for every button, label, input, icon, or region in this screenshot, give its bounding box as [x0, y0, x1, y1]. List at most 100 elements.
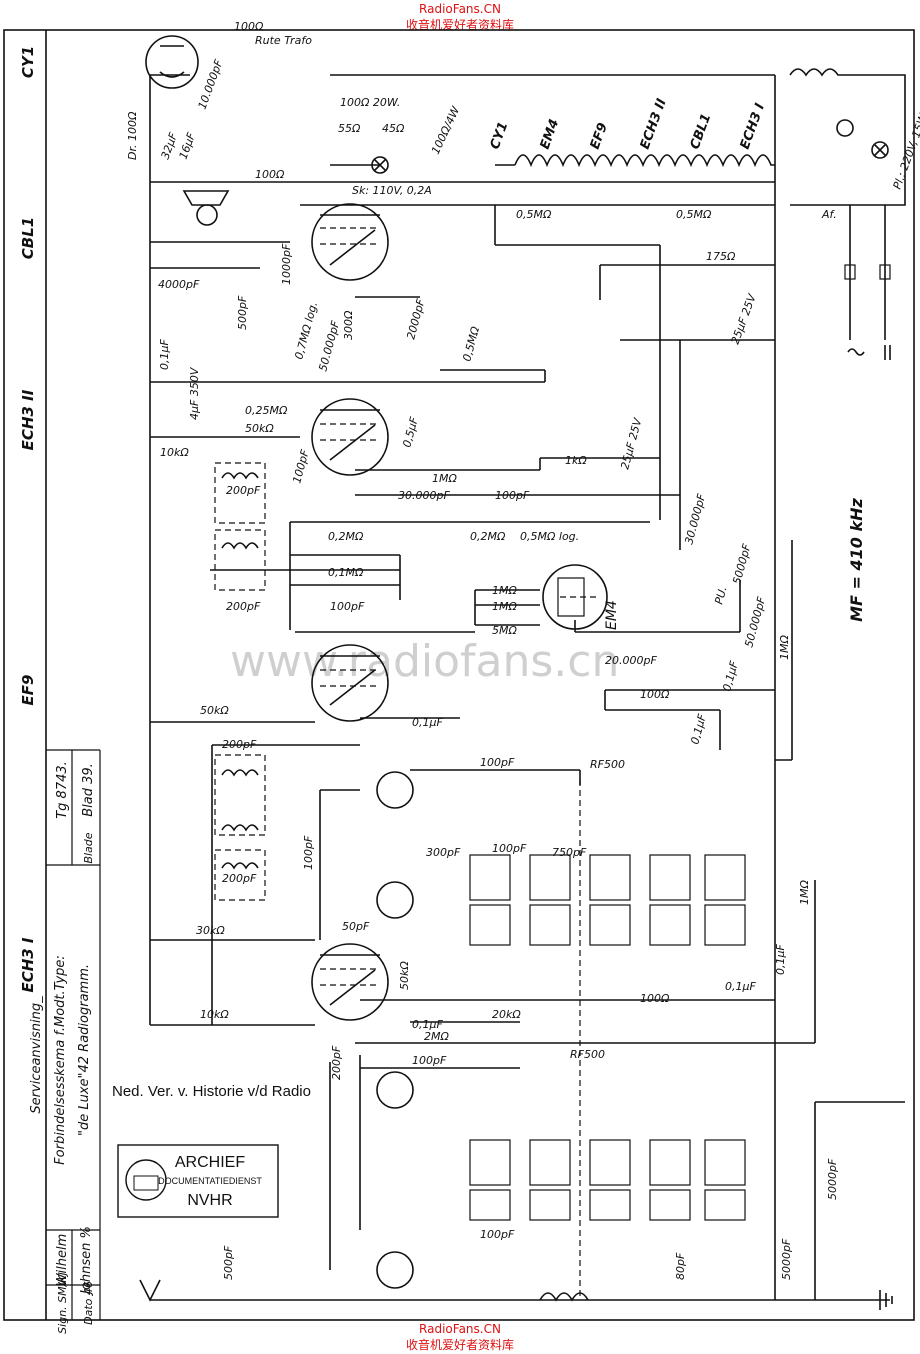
tube-em4 [542, 564, 608, 630]
mains-plug-right [879, 264, 891, 280]
lab-dr: Dr. 100Ω [126, 111, 139, 160]
lab-c01d: 0,1μF [688, 712, 709, 746]
title-line1: Serviceanvisning_ [29, 996, 44, 1114]
lab-r1me: 1MΩ [798, 880, 811, 905]
lab-r2m: 2MΩ [424, 1030, 449, 1043]
lab-c20000: 20.000pF [605, 654, 657, 667]
lab-r10kb: 10kΩ [200, 1008, 229, 1021]
motor-icon [836, 119, 854, 137]
if-transformers [214, 462, 266, 901]
lab-c4uf: 4μF 350V [188, 366, 201, 420]
lab-c100f: 100pF [302, 835, 315, 870]
mains-ac-icon [847, 348, 865, 356]
header-site: RadioFans.CN 收音机爱好者资料库 [380, 2, 540, 33]
stamp-line1: Ned. Ver. v. Historie v/d Radio [112, 1083, 311, 1100]
tube-cbl1 [311, 203, 389, 281]
lab-r175: 175Ω [706, 250, 736, 263]
lab-c200c: 200pF [222, 738, 257, 751]
lab-c100b: 100pF [495, 489, 530, 502]
lab-c5000b: 5000pF [780, 1238, 793, 1280]
lab-c25b: 25μF 25V [618, 415, 644, 470]
footer-site-name: RadioFans.CN [419, 1322, 501, 1336]
dial-lamp-icon [871, 141, 889, 159]
lab-r100-top: 100Ω [234, 20, 264, 33]
lab-c100e: 100pF [492, 842, 527, 855]
lab-c200d: 200pF [222, 872, 257, 885]
lab-r300: 300Ω [342, 310, 355, 340]
archive-stamp: Ned. Ver. v. Historie v/d Radio ARCHIEF … [112, 1083, 311, 1218]
lab-r05a: 0,5MΩ [516, 208, 552, 221]
lab-r02b: 0,2MΩ [470, 530, 506, 543]
lab-c01a: 0,1μF [158, 339, 171, 370]
io-symbols [139, 68, 906, 1310]
tube-ech3-2 [311, 398, 389, 476]
lab-c50000b: 50.000pF [742, 595, 768, 649]
lab-c4000: 4000pF [158, 278, 200, 291]
lab-r45: 45Ω [382, 122, 405, 135]
lab-em4: EM4 [604, 600, 620, 630]
lab-c30000: 30.000pF [398, 489, 450, 502]
title-block: Serviceanvisning_ Forbindelsesskema f.Mo… [29, 749, 101, 1334]
component-labels: 100Ω Rute Trafo 100Ω 20W. 55Ω 45Ω 100Ω/4… [126, 20, 920, 1280]
lab-c01g: 0,1μF [774, 944, 787, 975]
lab-r02: 0,2MΩ [328, 530, 364, 543]
lab-c01b: 0,1μF [412, 716, 443, 729]
lab-pu: PU. [712, 585, 729, 606]
lab-r50kb: 50kΩ [200, 704, 229, 717]
lab-r100c: 100Ω [640, 688, 670, 701]
lab-r100-20w: 100Ω 20W. [340, 96, 400, 109]
lab-r50kc: 50kΩ [398, 961, 411, 990]
tube-ech3-1 [311, 943, 389, 1021]
lab-r05b: 0,5MΩ [676, 208, 712, 221]
lab-c1000: 1000pF [280, 243, 293, 285]
label-ech3-1: ECH3 I [19, 937, 37, 992]
lab-c50: 50pF [342, 920, 370, 933]
speaker-icon [182, 190, 230, 206]
pilot-lamp-icon [371, 156, 389, 174]
lab-r55: 55Ω [338, 122, 361, 135]
lab-r1md: 1MΩ [778, 635, 791, 660]
heater-ech3-1: ECH3 I [738, 101, 768, 151]
lab-r05log: 0,5MΩ log. [520, 530, 579, 543]
lab-af: Af. [821, 208, 837, 221]
wave-switch-4 [376, 1251, 414, 1289]
lab-r07: 0,7MΩ log. [292, 300, 320, 361]
footer-site-subtitle: 收音机爱好者资料库 [405, 1338, 514, 1352]
header-site-subtitle: 收音机爱好者资料库 [405, 18, 514, 32]
coil-bank [376, 771, 746, 1300]
heater-em4: EM4 [538, 117, 563, 151]
stamp-emblem [125, 1159, 167, 1201]
label-ech3-2: ECH3 II [19, 389, 37, 450]
lab-c01e: 0,1μF [412, 1018, 443, 1031]
lab-c300: 300pF [426, 846, 461, 859]
lab-c30000b: 30.000pF [682, 492, 708, 546]
lab-c100c: 100pF [330, 600, 365, 613]
tube-ef9 [311, 644, 389, 722]
lab-c100d: 100pF [480, 756, 515, 769]
lab-r10k: 10kΩ [160, 446, 189, 459]
wave-switch-2 [376, 881, 414, 919]
lab-r100-4w: 100Ω/4W [429, 104, 463, 157]
blade-text: Blade [82, 832, 95, 863]
blad-number: Blad 39. [81, 763, 96, 817]
antenna-coil [539, 1292, 589, 1302]
tg-number: Tg 8743. [55, 761, 70, 819]
header-site-name: RadioFans.CN [419, 2, 501, 16]
mains-plug-left [844, 264, 856, 280]
antenna-icon [139, 1279, 161, 1302]
lab-rf500a: RF500 [590, 758, 625, 771]
watermark-text: www.radiofans.cn [230, 636, 619, 687]
maker-line1: Wilhelm [55, 1234, 70, 1287]
stamp-line4: NVHR [187, 1192, 232, 1209]
lab-c5000: 5000pF [730, 542, 753, 586]
lab-r100d: 100Ω [640, 992, 670, 1005]
lab-c16: 16μF [177, 130, 199, 161]
lab-c200e: 200pF [330, 1045, 343, 1080]
sheet-frame [3, 29, 915, 1321]
maker-line2: Johnsen % [79, 1226, 94, 1297]
heater-cy1: CY1 [488, 120, 512, 151]
lab-r30k: 30kΩ [196, 924, 225, 937]
lab-c25: 25μF 25V [729, 291, 760, 346]
heater-cbl1: CBL1 [688, 112, 715, 152]
